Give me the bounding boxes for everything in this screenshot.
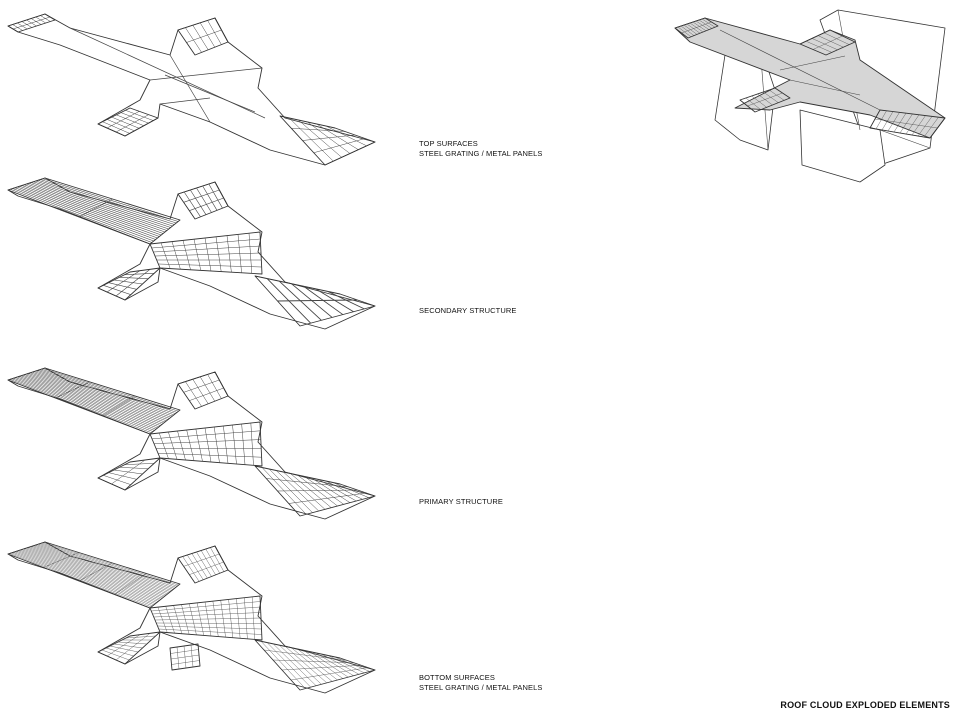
beam-bottom-branch — [97, 457, 161, 491]
label-bottom-line-1: BOTTOM SURFACES — [419, 673, 495, 682]
frame-core — [149, 231, 263, 275]
beam-top-branch — [177, 371, 229, 410]
layer-secondary-structure — [7, 177, 376, 330]
walkway-outline — [7, 177, 376, 330]
beam-left-arm — [7, 367, 181, 435]
panel-bottom-branch — [97, 631, 161, 665]
layer-primary-structure — [7, 367, 376, 520]
walkway-outline — [7, 541, 376, 694]
layer-top-surfaces — [7, 13, 376, 166]
label-bottom-line-2: STEEL GRATING / METAL PANELS — [419, 683, 543, 692]
grating-bottom-branch — [97, 107, 159, 137]
label-top-line-2: STEEL GRATING / METAL PANELS — [419, 149, 543, 158]
label-top-surfaces: TOP SURFACES STEEL GRATING / METAL PANEL… — [419, 139, 543, 159]
beam-right-arm — [254, 465, 376, 517]
panel-right-arm — [254, 639, 376, 691]
label-primary-line-1: PRIMARY STRUCTURE — [419, 497, 503, 506]
deck-grating-bottom — [739, 87, 791, 113]
label-bottom-surfaces: BOTTOM SURFACES STEEL GRATING / METAL PA… — [419, 673, 543, 693]
grating-right-end — [279, 115, 376, 166]
hanging-box — [169, 643, 201, 671]
frame-right-arm — [254, 275, 376, 327]
frame-top-branch — [177, 181, 229, 220]
frame-left-arm — [7, 177, 181, 245]
frame-bottom-branch — [97, 267, 161, 301]
deck-grating-left — [674, 17, 719, 39]
panel-core — [149, 595, 263, 641]
mass-front — [799, 109, 886, 183]
grating-left-end — [7, 13, 56, 33]
deck-grating-right — [869, 109, 946, 139]
beam-core — [149, 421, 263, 467]
label-primary-structure: PRIMARY STRUCTURE — [419, 497, 503, 507]
grating-top-branch — [177, 17, 229, 56]
label-top-line-1: TOP SURFACES — [419, 139, 478, 148]
panel-left-arm — [7, 541, 181, 609]
walkway-outline — [7, 367, 376, 520]
assembled-roof-cloud-view — [674, 9, 946, 183]
label-secondary-structure: SECONDARY STRUCTURE — [419, 306, 516, 316]
panel-top-branch — [177, 545, 229, 584]
deck-grating-top — [799, 29, 856, 56]
drawing-title: ROOF CLOUD EXPLODED ELEMENTS — [780, 700, 950, 710]
label-secondary-line-1: SECONDARY STRUCTURE — [419, 306, 517, 315]
layer-bottom-surfaces — [7, 541, 376, 694]
